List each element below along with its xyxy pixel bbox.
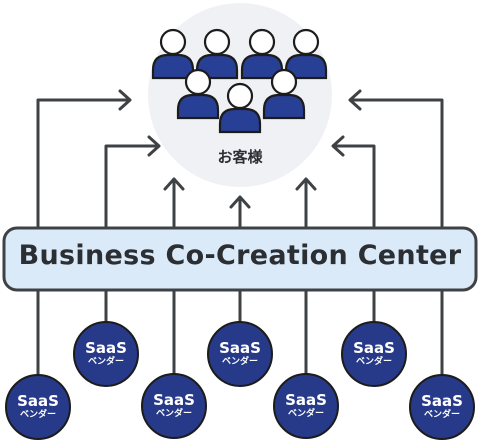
vendor-subtitle: ベンダー — [87, 357, 124, 367]
vendor-name: SaaS — [153, 391, 195, 409]
arrowhead-inner-left — [147, 135, 161, 157]
vendor-name: SaaS — [17, 392, 59, 410]
person-icon — [176, 68, 220, 120]
person-icon — [240, 28, 284, 80]
arrow-inner-left — [104, 144, 159, 228]
person-icon — [218, 82, 262, 134]
arrowhead-up-3 — [295, 177, 317, 191]
center-box — [2, 226, 478, 292]
person-icon — [284, 28, 328, 80]
arrow-outer-right — [350, 98, 444, 228]
vendor-subtitle: ベンダー — [155, 409, 192, 419]
vendor-subtitle: ベンダー — [355, 357, 392, 367]
arrow-outer-left — [36, 98, 130, 228]
vendor-subtitle: ベンダー — [19, 410, 56, 420]
arrowhead-up-1 — [163, 177, 185, 191]
vendor-subtitle: ベンダー — [221, 357, 258, 367]
vendor-name: SaaS — [85, 339, 127, 357]
arrow-inner-right — [333, 144, 376, 228]
customer-group-icon — [151, 28, 328, 134]
vendor-subtitle: ベンダー — [287, 409, 324, 419]
arrowhead-inner-right — [331, 135, 345, 157]
center-label: Business Co-Creation Center — [18, 240, 462, 271]
vendor-name: SaaS — [353, 339, 395, 357]
person-icon — [195, 28, 239, 80]
vendor-name: SaaS — [285, 391, 327, 409]
arrowhead-up-2 — [229, 195, 251, 209]
vendor-subtitle: ベンダー — [423, 410, 460, 420]
person-icon — [151, 28, 195, 80]
arrowhead-outer-right — [348, 89, 362, 111]
person-icon — [262, 68, 306, 120]
arrowhead-outer-left — [118, 89, 132, 111]
customer-label: お客様 — [217, 148, 263, 166]
vendor-name: SaaS — [219, 339, 261, 357]
vendor-name: SaaS — [421, 392, 463, 410]
